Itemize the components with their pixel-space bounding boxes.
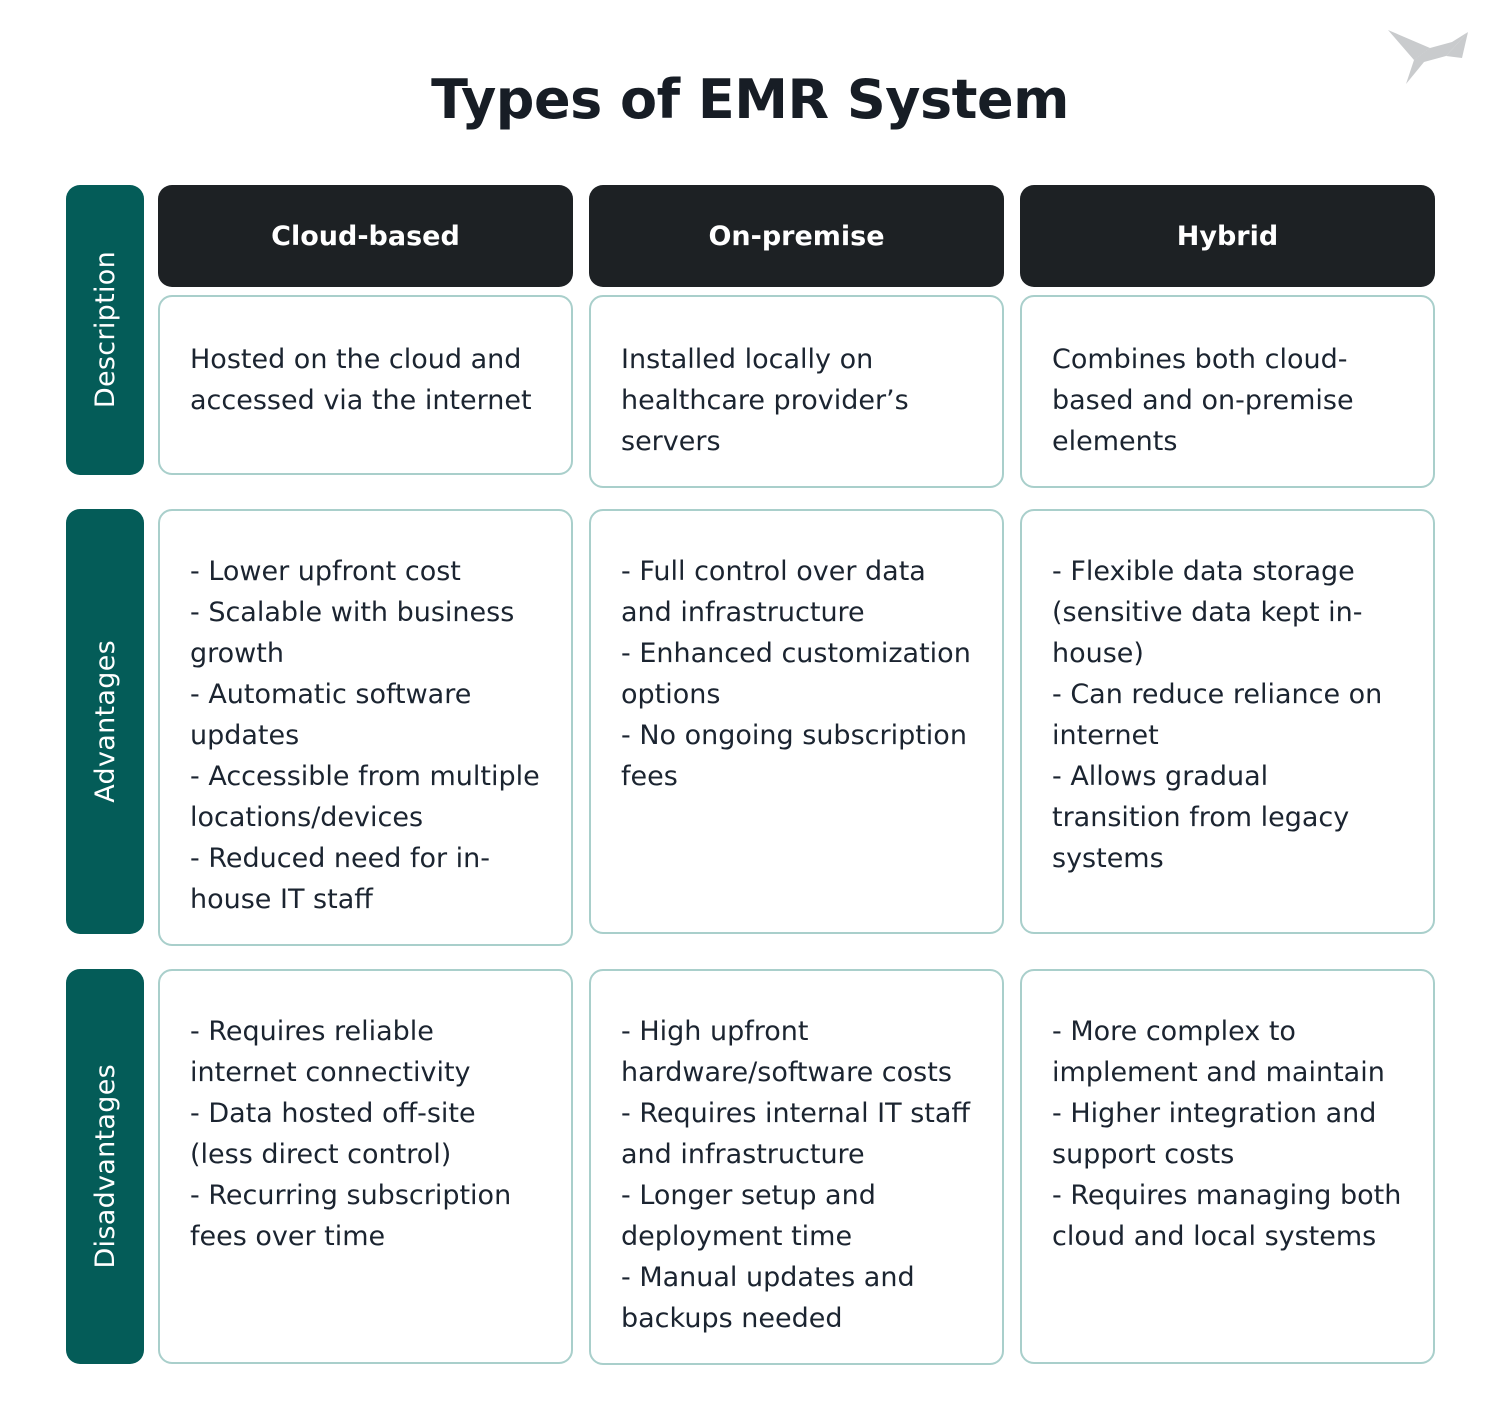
column-cloud-based: Cloud-based Hosted on the cloud and acce… xyxy=(158,185,573,475)
column-hybrid: - Flexible data storage (sensitive data … xyxy=(1020,509,1435,934)
cell-description-on-premise: Installed locally on healthcare provider… xyxy=(589,295,1004,489)
row-columns: Cloud-based Hosted on the cloud and acce… xyxy=(158,185,1435,489)
column-cloud-based: - Lower upfront cost - Scalable with bus… xyxy=(158,509,573,947)
matrix-row-advantages: Advantages - Lower upfront cost - Scalab… xyxy=(66,509,1435,947)
comparison-matrix: Description Cloud-based Hosted on the cl… xyxy=(66,185,1435,1366)
cell-disadvantages-hybrid: - More complex to implement and maintain… xyxy=(1020,969,1435,1364)
page-title: Types of EMR System xyxy=(431,68,1069,131)
row-label-description: Description xyxy=(66,185,144,475)
column-hybrid: - More complex to implement and maintain… xyxy=(1020,969,1435,1364)
column-header-cloud-based[interactable]: Cloud-based xyxy=(158,185,573,287)
matrix-row-description: Description Cloud-based Hosted on the cl… xyxy=(66,185,1435,489)
column-header-hybrid[interactable]: Hybrid xyxy=(1020,185,1435,287)
row-label-text: Description xyxy=(89,251,121,409)
cell-text: - High upfront hardware/software costs -… xyxy=(621,1016,971,1335)
cell-text: Combines both cloud-based and on-premise… xyxy=(1052,344,1354,458)
row-label-advantages: Advantages xyxy=(66,509,144,934)
cell-text: - Flexible data storage (sensitive data … xyxy=(1052,556,1383,875)
cell-advantages-cloud-based: - Lower upfront cost - Scalable with bus… xyxy=(158,509,573,947)
cell-advantages-hybrid: - Flexible data storage (sensitive data … xyxy=(1020,509,1435,934)
cell-description-cloud-based: Hosted on the cloud and accessed via the… xyxy=(158,295,573,475)
cell-text: - More complex to implement and maintain… xyxy=(1052,1016,1402,1253)
column-on-premise: - High upfront hardware/software costs -… xyxy=(589,969,1004,1366)
column-hybrid: Hybrid Combines both cloud-based and on-… xyxy=(1020,185,1435,489)
cell-description-hybrid: Combines both cloud-based and on-premise… xyxy=(1020,295,1435,489)
row-columns: - Requires reliable internet connectivit… xyxy=(158,969,1435,1366)
column-on-premise: On-premise Installed locally on healthca… xyxy=(589,185,1004,489)
row-label-disadvantages: Disadvantages xyxy=(66,969,144,1364)
cell-disadvantages-cloud-based: - Requires reliable internet connectivit… xyxy=(158,969,573,1364)
column-cloud-based: - Requires reliable internet connectivit… xyxy=(158,969,573,1364)
cell-text: - Requires reliable internet connectivit… xyxy=(190,1016,512,1253)
matrix-row-disadvantages: Disadvantages - Requires reliable intern… xyxy=(66,969,1435,1366)
row-label-text: Disadvantages xyxy=(89,1064,121,1269)
cell-disadvantages-on-premise: - High upfront hardware/software costs -… xyxy=(589,969,1004,1366)
origami-bird-icon xyxy=(1384,18,1472,90)
cell-advantages-on-premise: - Full control over data and infrastruct… xyxy=(589,509,1004,934)
cell-text: Hosted on the cloud and accessed via the… xyxy=(190,344,532,417)
column-header-on-premise[interactable]: On-premise xyxy=(589,185,1004,287)
cell-text: - Lower upfront cost - Scalable with bus… xyxy=(190,556,540,916)
column-on-premise: - Full control over data and infrastruct… xyxy=(589,509,1004,934)
cell-text: - Full control over data and infrastruct… xyxy=(621,556,971,793)
row-columns: - Lower upfront cost - Scalable with bus… xyxy=(158,509,1435,947)
row-label-text: Advantages xyxy=(89,640,121,803)
cell-text: Installed locally on healthcare provider… xyxy=(621,344,909,458)
